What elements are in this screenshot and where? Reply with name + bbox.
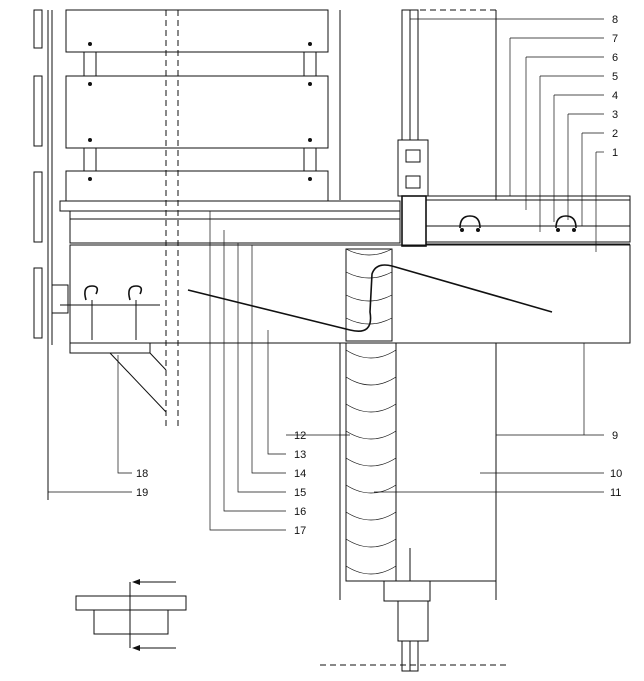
callout-13: 13 [294,449,306,461]
callout-2: 2 [612,128,618,140]
key-diagram [75,579,187,651]
callout-4: 4 [612,90,618,102]
callout-labels: 8 7 6 5 4 3 2 1 9 10 11 12 13 14 15 16 1… [136,14,622,537]
concrete-slab [69,244,631,600]
callout-12: 12 [294,430,306,442]
floor-build-up [425,195,631,245]
window-frame-lower [320,548,510,672]
callout-17: 17 [294,525,306,537]
balcony-build-up [59,200,401,244]
callout-1: 1 [612,147,618,159]
leader-lines [47,18,604,531]
callout-9: 9 [612,430,618,442]
callout-11: 11 [610,487,621,499]
callout-10: 10 [610,468,622,480]
callout-14: 14 [294,468,306,480]
callout-3: 3 [612,109,618,121]
callout-19: 19 [136,487,148,499]
callout-6: 6 [612,52,618,64]
facade-cladding [33,9,500,500]
callout-8: 8 [612,14,618,26]
callout-5: 5 [612,71,618,83]
window-frame-upper [397,9,429,247]
callout-7: 7 [612,33,618,45]
callout-15: 15 [294,487,306,499]
callout-18: 18 [136,468,148,480]
bracket-console [51,284,167,413]
callout-16: 16 [294,506,306,518]
